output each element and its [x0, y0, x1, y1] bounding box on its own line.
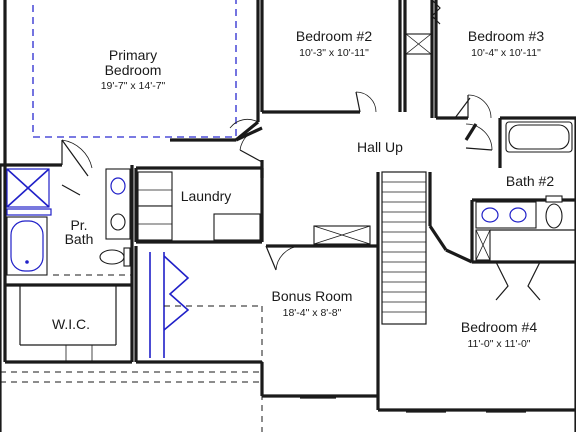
- laundry: [134, 166, 264, 244]
- bedroom-2-name: Bedroom #2: [296, 28, 372, 44]
- washer: [137, 171, 173, 207]
- primary-bedroom-name-1: Primary: [109, 47, 157, 63]
- bath-2: [470, 118, 576, 432]
- bedroom-2: [260, 0, 402, 114]
- ceiling-tray-outline: [32, 0, 237, 138]
- primary-bedroom: [0, 0, 260, 177]
- room-labels: Primary Bedroom 19'-7" x 14'-7" Bedroom …: [52, 28, 554, 350]
- sink-icon: [481, 207, 499, 223]
- hall-name: Hall Up: [357, 139, 403, 155]
- stairs: [376, 171, 448, 325]
- dryer: [137, 205, 173, 241]
- toilet-tank: [123, 247, 131, 267]
- stair-run: [381, 171, 427, 325]
- bifold-door[interactable]: [163, 255, 190, 331]
- toilet-icon: [99, 249, 125, 265]
- bath-2-name: Bath #2: [506, 173, 554, 189]
- bedroom-4: [376, 248, 576, 413]
- bedroom-3-dims: 10'-4" x 10'-11": [471, 47, 541, 59]
- bonus-room: [134, 225, 380, 432]
- toilet-tank: [545, 195, 563, 203]
- primary-bath: [0, 165, 134, 432]
- bedroom-2-dims: 10'-3" x 10'-11": [299, 47, 369, 59]
- shower-bench: [6, 208, 52, 216]
- hall-up: [235, 123, 493, 178]
- tub-icon: [10, 220, 44, 272]
- primary-door[interactable]: [61, 139, 89, 177]
- bonus-room-name: Bonus Room: [272, 288, 353, 304]
- laundry-counter: [213, 213, 261, 241]
- lower-roof-outline: [0, 371, 262, 383]
- primary-bath-name-1: Pr.: [70, 217, 87, 233]
- walk-in-closet: [3, 285, 134, 364]
- bedroom-3: [434, 0, 576, 120]
- closet-door[interactable]: [495, 261, 509, 301]
- sink-icon: [110, 213, 126, 231]
- wic-name: W.I.C.: [52, 316, 90, 332]
- bedroom-4-name: Bedroom #4: [461, 319, 537, 335]
- laundry-name: Laundry: [181, 188, 232, 204]
- sink-icon: [110, 177, 126, 195]
- primary-bath-name-2: Bath: [65, 231, 94, 247]
- bonus-room-dims: 18'-4" x 8'-8": [283, 307, 342, 319]
- bedroom-4-dims: 11'-0" x 11'-0": [467, 338, 530, 350]
- sink-icon: [509, 207, 527, 223]
- primary-bedroom-dims: 19'-7" x 14'-7": [101, 80, 166, 92]
- bedroom-3-name: Bedroom #3: [468, 28, 544, 44]
- primary-bedroom-name-2: Bedroom: [105, 62, 162, 78]
- toilet-icon: [545, 203, 563, 229]
